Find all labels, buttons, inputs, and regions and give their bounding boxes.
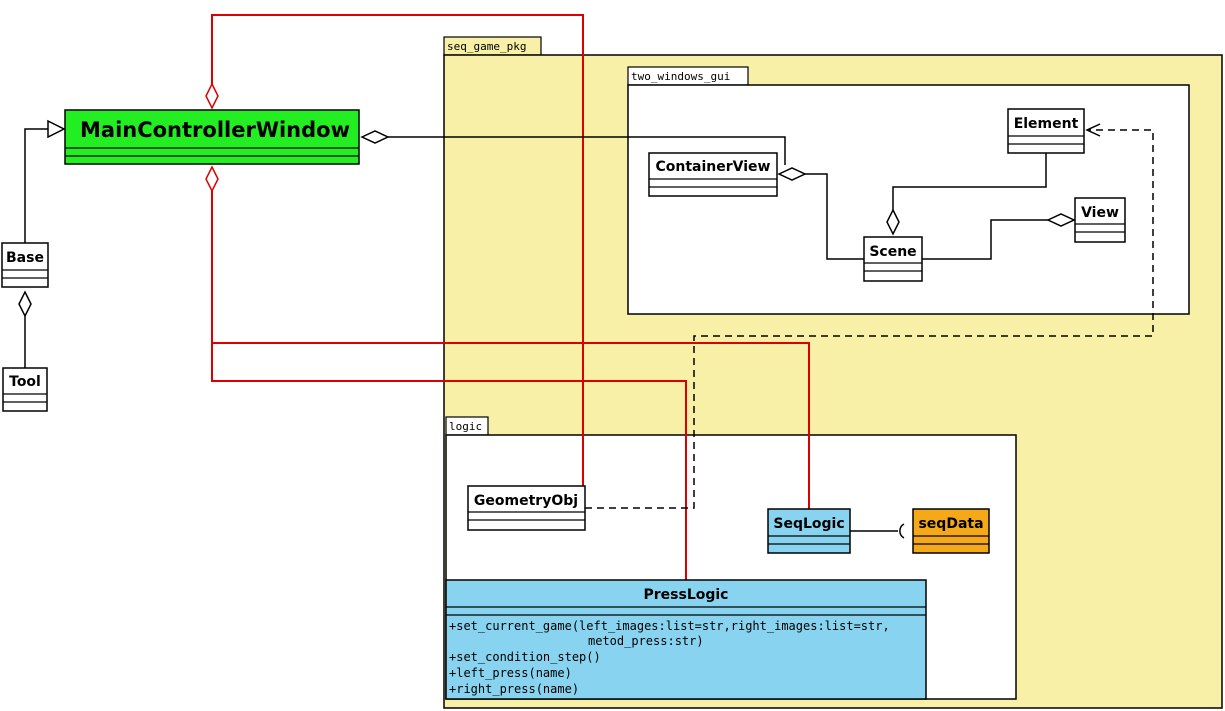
class-view: View [1074, 197, 1126, 243]
class-tool: Tool [2, 367, 48, 412]
method-set-condition-step: +set_condition_step() [449, 650, 601, 664]
class-seq-data: seqData [912, 508, 990, 554]
class-name-main-controller: MainControllerWindow [80, 118, 350, 142]
dependency-arrowhead [1085, 123, 1101, 137]
class-name-geometry-obj: GeometryObj [474, 493, 578, 509]
line-containerview-to-scene [805, 173, 864, 260]
method-right-press: +right_press(name) [449, 682, 579, 696]
red-line-to-presslogic [211, 343, 687, 580]
line-main-to-containerview [388, 136, 786, 165]
class-name-view: View [1081, 205, 1119, 221]
class-name-tool: Tool [9, 374, 41, 390]
black-connectors [24, 128, 1048, 532]
method-set-current-game-cont: metod_press:str) [588, 634, 704, 648]
class-press-logic: PressLogic +set_current_game(left_images… [445, 579, 927, 700]
diamond-view [1046, 213, 1076, 227]
class-name-container-view: ContainerView [656, 159, 771, 175]
package-label-two-windows-gui: two_windows_gui [631, 70, 730, 83]
package-label-logic: logic [449, 420, 482, 433]
dashed-line-geometry-to-element [585, 129, 1154, 509]
diamond-main-bottom [205, 165, 219, 193]
line-scene-to-view [922, 219, 1048, 260]
class-name-press-logic: PressLogic [644, 587, 729, 603]
diamond-main-top [205, 82, 219, 110]
class-name-seq-data: seqData [918, 516, 983, 532]
diamond-scene-top [886, 208, 900, 236]
class-name-seq-logic: SeqLogic [773, 516, 844, 532]
line-base-to-main [24, 128, 48, 244]
diamond-containerview [777, 167, 807, 181]
diamond-base [18, 290, 32, 318]
class-base: Base [1, 242, 49, 288]
class-name-base: Base [6, 250, 44, 266]
class-name-element: Element [1014, 116, 1079, 132]
class-geometry-obj: GeometryObj [467, 485, 586, 531]
method-set-current-game: +set_current_game(left_images:list=str,r… [449, 619, 890, 633]
class-seq-logic: SeqLogic [767, 508, 851, 554]
package-label-seq-game-pkg: seq_game_pkg [447, 40, 526, 53]
generalization-arrow-main [47, 119, 66, 139]
line-scene-to-element [892, 153, 1047, 210]
red-line-to-seqlogic [211, 191, 810, 511]
method-left-press: +left_press(name) [449, 666, 572, 680]
class-element: Element [1007, 108, 1085, 154]
class-scene: Scene [863, 236, 923, 282]
diamond-main-right [360, 130, 390, 144]
dashed-connectors [585, 129, 1154, 509]
class-main-controller-window: MainControllerWindow [64, 109, 360, 165]
class-name-scene: Scene [869, 244, 916, 260]
required-interface-socket [899, 523, 905, 539]
class-container-view: ContainerView [648, 152, 778, 197]
